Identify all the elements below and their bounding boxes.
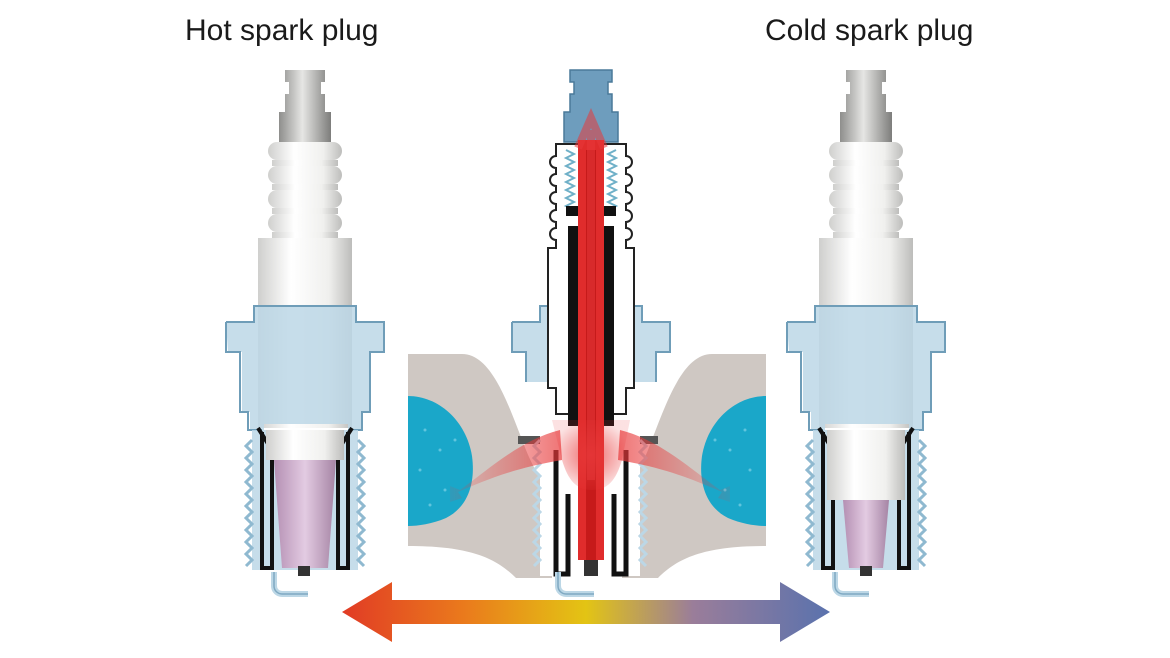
hot-plug-hex-shell	[226, 306, 384, 430]
heat-flow-right-arrow	[618, 430, 730, 502]
hot-plug-insulator-ribs	[268, 142, 342, 238]
cutaway-terminal	[563, 69, 619, 143]
center-cutaway-plug	[408, 69, 766, 597]
cold-spark-plug-label: Cold spark plug	[765, 14, 974, 47]
heat-flow-up-arrow	[574, 107, 608, 480]
cold-spark-plug	[786, 70, 946, 597]
cold-plug-terminal	[840, 70, 892, 142]
cold-plug-insulator-tip	[843, 500, 889, 568]
heat-flow-left-arrow	[450, 430, 562, 502]
hot-plug-terminal	[279, 70, 331, 142]
hot-plug-insulator-tip	[274, 460, 336, 568]
cold-plug-hex-shell	[787, 306, 945, 430]
coolant-jacket-right	[701, 396, 766, 526]
cold-plug-center-electrode	[860, 566, 872, 576]
cold-plug-insulator-ribs	[829, 142, 903, 238]
heat-range-gradient-arrow	[342, 582, 830, 642]
coolant-texture	[418, 428, 752, 507]
hot-plug-center-electrode	[298, 566, 310, 576]
gasket-left	[518, 436, 548, 444]
hot-spark-plug-label: Hot spark plug	[185, 14, 379, 47]
hot-spark-plug	[225, 70, 385, 597]
